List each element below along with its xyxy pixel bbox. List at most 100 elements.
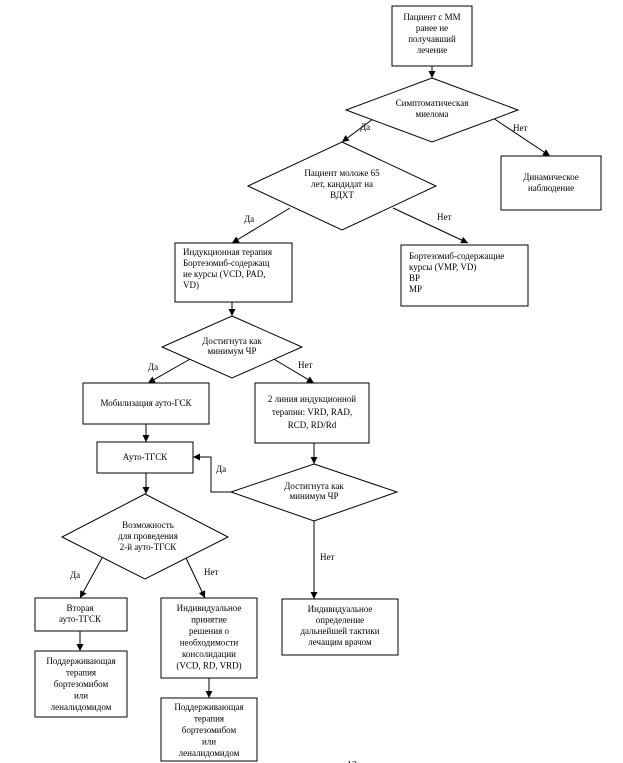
node-maintenance-2-text-line: терапия (194, 714, 224, 724)
node-mobilization-text-line: Мобилизация ауто-ГСК (101, 398, 193, 408)
node-second-line-text-line: 2 линия индукционной (268, 394, 356, 404)
node-maintenance-2-text-line: или (202, 737, 216, 747)
node-bortezomib-courses-text-line: MP (409, 284, 422, 294)
label-no-pr2: Нет (320, 552, 334, 562)
node-bortezomib-courses-text-line: Бортезомиб-содержащие (409, 251, 504, 261)
node-induction-text-line: ие курсы (VCD, PAD, (183, 269, 266, 279)
node-mobilization-text: Мобилизация ауто-ГСК (101, 398, 193, 408)
node-start-text-line: Пациент с ММ (403, 12, 460, 22)
page-number: 13 (347, 760, 357, 763)
node-second-auto-text-line: Вторая (67, 603, 94, 613)
node-maintenance-2-text-line: леналидомидом (179, 748, 240, 758)
node-maintenance-1-text-line: бортезомибом (54, 679, 109, 689)
node-auto-tsck-text-line: Ауто-ТГСК (123, 452, 168, 462)
edge-labels: Да Нет Да Нет Да Нет Да Да Нет Нет (70, 122, 527, 580)
node-induction-text-line: Индукционная терапия (183, 247, 272, 257)
decision-possibility-text-line: 2-й ауто-ТГСК (120, 542, 177, 552)
edge-age-to-induction (231, 207, 291, 244)
node-second-line-text: 2 линия индукционной терапии: VRD, RAD, RC… (268, 394, 356, 430)
node-maintenance-1-text-line: леналидомидом (51, 702, 112, 712)
node-individual-consolidation-text-line: консолидации (182, 649, 236, 659)
decision-possibility-text-line: для проведения (118, 531, 178, 541)
edges (76, 66, 551, 698)
node-second-auto-text-line: ауто-ТГСК (59, 614, 102, 624)
node-mobilization: Мобилизация ауто-ГСК (82, 382, 210, 425)
label-no-pr1: Нет (298, 360, 312, 370)
node-dynamic-text-line: Динамическое (523, 172, 579, 182)
node-start-text-line: ранее не (416, 23, 448, 33)
node-individual-consolidation-text-line: Индивидуальное (177, 603, 242, 613)
edge-possibility-to-second-auto (79, 557, 103, 599)
node-maintenance-2-text-line: Поддерживающая (174, 702, 243, 712)
node-induction-text-line: Бортезомиб-содержащ (183, 258, 270, 268)
decision-pr2-text-line: минимум ЧР (289, 491, 338, 501)
decision-age-text-line: лет, кандидат на (311, 179, 373, 189)
edge-pr1-to-mobilization (147, 357, 193, 384)
edge-pr2-to-auto-tsck (193, 453, 231, 493)
node-individual-tactics-text-line: лечащим врачом (308, 637, 372, 647)
node-second-line-text-line: терапии: VRD, RAD, (272, 407, 352, 417)
edge-age-to-bortezomib (392, 207, 469, 244)
label-yes-possibility: Да (70, 570, 80, 580)
node-individual-consolidation-text-line: принятие (191, 615, 227, 625)
node-auto-tsck: Ауто-ТГСК (96, 441, 194, 474)
label-no-symptomatic: Нет (513, 123, 527, 133)
node-individual-tactics-text-line: Индивидуальное (308, 604, 373, 614)
node-individual-consolidation-text-line: решения о (189, 626, 229, 636)
edge-possibility-to-individual-consolidation (185, 557, 206, 599)
edge-symptomatic-to-dynamic (489, 115, 551, 157)
node-start-text-line: получавший (408, 34, 456, 44)
decision-pr1-text-line: Достигнута как (202, 336, 262, 346)
node-second-line: 2 линия индукционной терапии: VRD, RAD, RC… (254, 382, 370, 444)
decision-symptomatic-text-line: миелома (416, 109, 449, 119)
label-yes-symptomatic: Да (360, 122, 370, 132)
node-individual-consolidation-text-line: (VCD, RD, VRD) (176, 661, 241, 671)
node-maintenance-1-text-line: или (74, 691, 88, 701)
label-yes-pr1: Да (148, 362, 158, 372)
node-bortezomib-courses-text-line: курсы (VMP, VD) (409, 262, 476, 272)
decision-possibility-text-line: Возможность (122, 520, 174, 530)
node-dynamic-text-line: наблюдение (528, 183, 574, 193)
node-induction-text-line: VD) (183, 280, 199, 290)
node-bortezomib-courses-text-line: BP (409, 273, 420, 283)
node-individual-consolidation-text-line: необходимости (180, 638, 239, 648)
label-no-possibility: Нет (204, 567, 218, 577)
node-auto-tsck-text: Ауто-ТГСК (123, 452, 168, 462)
node-second-line-text-line: RCD, RD/Rd (288, 420, 337, 430)
decision-age-text-line: Пациент моложе 65 (304, 168, 380, 178)
edge-pr1-to-second-line (271, 357, 315, 384)
decision-age-text-line: ВДХТ (330, 190, 354, 200)
node-start-text-line: лечение (417, 45, 447, 55)
node-individual-tactics-text-line: дальнейшей тактики (300, 626, 379, 636)
node-individual-tactics-text-line: определение (316, 615, 364, 625)
edge-symptomatic-to-age (341, 115, 378, 143)
decision-pr2-text-line: Достигнута как (284, 481, 344, 491)
